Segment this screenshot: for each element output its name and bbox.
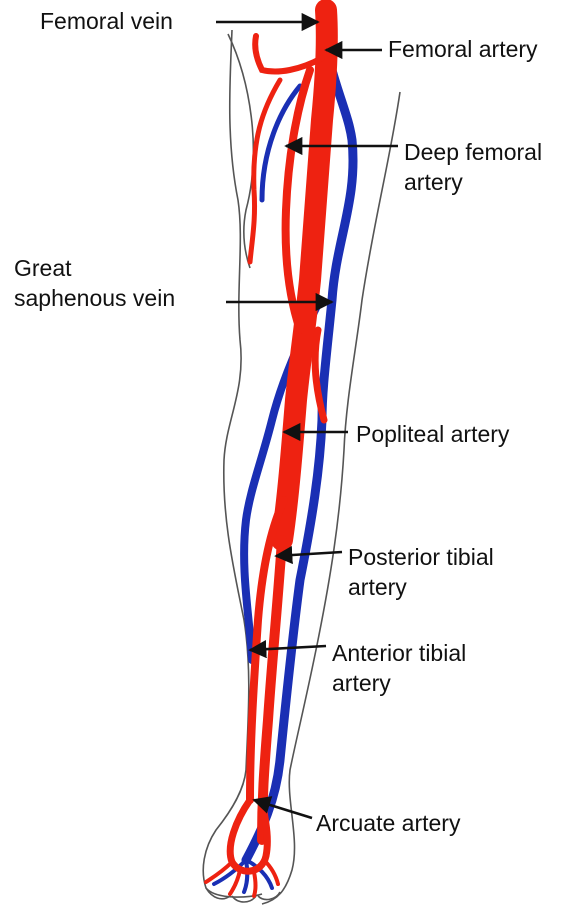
femoral-vein-label: Femoral vein (40, 6, 173, 36)
anterior-tibial-artery-label: Anterior tibial artery (332, 638, 466, 698)
femoral-artery-label: Femoral artery (388, 34, 538, 64)
great-saphenous-vein-label: Great saphenous vein (14, 253, 175, 313)
arcuate-artery-label: Arcuate artery (316, 808, 460, 838)
leg-outline-icon (203, 30, 400, 904)
deep-femoral-artery-label-line1: Deep femoral (404, 137, 542, 167)
great-saphenous-vein-label-line2: saphenous vein (14, 283, 175, 313)
deep-femoral-artery-label-line2: artery (404, 167, 542, 197)
posterior-tibial-artery-label-line1: Posterior tibial (348, 542, 494, 572)
anterior-tibial-artery-label-line2: artery (332, 668, 466, 698)
great-saphenous-vein-label-line1: Great (14, 253, 175, 283)
anterior-tibial-artery-label-line1: Anterior tibial (332, 638, 466, 668)
deep-femoral-artery-label: Deep femoral artery (404, 137, 542, 197)
popliteal-artery-label: Popliteal artery (356, 419, 509, 449)
posterior-tibial-artery-label: Posterior tibial artery (348, 542, 494, 602)
posterior-tibial-artery-label-line2: artery (348, 572, 494, 602)
